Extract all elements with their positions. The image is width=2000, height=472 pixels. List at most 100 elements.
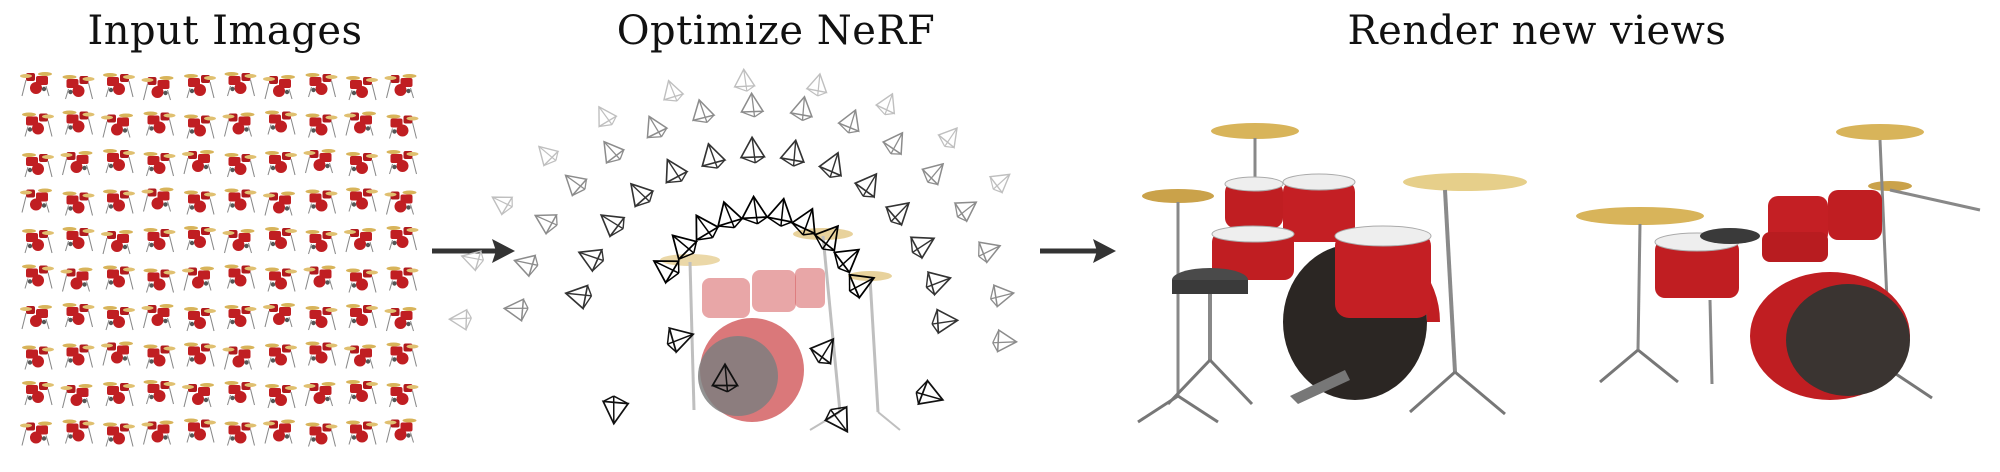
camera-frustum-icon bbox=[973, 234, 1005, 266]
camera-frustum-icon bbox=[687, 96, 717, 127]
input-image-thumbnail bbox=[303, 381, 336, 407]
input-image-thumbnail bbox=[143, 111, 176, 136]
input-image-thumbnail bbox=[143, 379, 176, 405]
camera-frustum-icon bbox=[873, 88, 903, 119]
camera-frustum-icon bbox=[879, 126, 913, 160]
input-image-thumbnail bbox=[222, 345, 255, 370]
input-image-thumbnail bbox=[343, 111, 377, 136]
input-image-thumbnail bbox=[183, 225, 217, 251]
camera-frustum-icon bbox=[835, 105, 867, 137]
input-image-thumbnail bbox=[386, 114, 419, 139]
camera-frustum-icon bbox=[778, 137, 809, 169]
input-image-thumbnail bbox=[345, 420, 379, 445]
camera-frustum-icon bbox=[788, 94, 816, 123]
camera-frustum-icon bbox=[486, 187, 518, 218]
input-image-thumbnail bbox=[183, 418, 217, 443]
camera-frustum-icon bbox=[739, 136, 766, 165]
camera-frustum-icon bbox=[911, 377, 949, 413]
input-image-thumbnail bbox=[62, 302, 95, 328]
input-image-thumbnail bbox=[384, 73, 417, 99]
camera-frustum-icon bbox=[930, 307, 960, 335]
input-image-thumbnail bbox=[264, 267, 298, 292]
camera-frustum-icon bbox=[805, 330, 845, 370]
input-image-thumbnail bbox=[305, 113, 338, 138]
camera-frustum-icon bbox=[557, 166, 592, 200]
input-image-thumbnail bbox=[102, 381, 136, 407]
camera-frustum-icon bbox=[529, 205, 562, 238]
camera-frustum-icon bbox=[562, 280, 595, 311]
input-image-thumbnail bbox=[384, 418, 417, 443]
input-image-thumbnail bbox=[141, 75, 174, 101]
input-image-thumbnail bbox=[100, 341, 134, 366]
input-image-thumbnail bbox=[141, 303, 174, 329]
input-image-thumbnail bbox=[224, 71, 257, 97]
input-image-thumbnail bbox=[102, 305, 136, 331]
input-image-thumbnail bbox=[19, 421, 53, 446]
input-image-thumbnail bbox=[264, 383, 298, 409]
input-image-thumbnail bbox=[303, 148, 336, 174]
camera-frustum-icon bbox=[594, 134, 628, 168]
input-image-thumbnail bbox=[60, 267, 93, 292]
camera-frustum-icon bbox=[985, 165, 1017, 197]
rendered-view-2 bbox=[1576, 124, 1981, 400]
arrow-right-icon bbox=[1040, 239, 1116, 263]
camera-frustum-icon bbox=[805, 71, 831, 99]
input-image-thumbnail bbox=[305, 189, 338, 214]
camera-frustum-icon bbox=[991, 329, 1018, 354]
input-image-thumbnail bbox=[262, 419, 296, 444]
camera-frustum-icon bbox=[696, 139, 728, 173]
input-image-thumbnail bbox=[21, 152, 55, 178]
camera-frustum-icon bbox=[733, 68, 756, 93]
camera-frustum-icon bbox=[621, 175, 658, 212]
input-image-thumbnail bbox=[21, 264, 55, 289]
ghost-drum-kit bbox=[660, 228, 901, 431]
input-image-thumbnail bbox=[386, 225, 419, 251]
input-image-thumbnail bbox=[19, 304, 53, 330]
camera-frustum-icon bbox=[531, 138, 563, 170]
camera-frustum-icon bbox=[917, 155, 952, 190]
camera-frustum-icon bbox=[921, 265, 955, 298]
input-image-thumbnail bbox=[305, 341, 338, 366]
input-image-thumbnail bbox=[343, 227, 377, 253]
camera-frustum-icon bbox=[949, 192, 983, 225]
camera-frustum-icon bbox=[593, 204, 630, 241]
input-image-thumbnail bbox=[386, 149, 419, 175]
input-image-thumbnail bbox=[60, 150, 93, 176]
input-image-thumbnail bbox=[222, 228, 255, 254]
input-image-thumbnail bbox=[62, 110, 95, 135]
camera-frustum-icon bbox=[502, 296, 530, 322]
input-image-thumbnail bbox=[386, 342, 419, 367]
camera-frustum-icon bbox=[638, 110, 670, 144]
input-image-thumbnail bbox=[224, 152, 257, 178]
input-image-thumbnail bbox=[19, 188, 53, 213]
camera-frustum-icon bbox=[656, 153, 691, 189]
camera-frustum-icon bbox=[987, 281, 1017, 309]
camera-frustum-icon bbox=[658, 76, 686, 106]
camera-frustum-icon bbox=[448, 308, 473, 331]
input-image-thumbnail bbox=[60, 383, 93, 409]
rendered-view-1 bbox=[1137, 123, 1527, 424]
input-image-thumbnail bbox=[345, 75, 379, 101]
input-image-thumbnail bbox=[62, 419, 95, 444]
input-image-thumbnail bbox=[183, 306, 217, 332]
input-image-thumbnail bbox=[100, 113, 134, 138]
input-image-thumbnail bbox=[141, 187, 174, 212]
input-image-thumbnail bbox=[62, 226, 95, 252]
input-image-thumbnail bbox=[143, 344, 176, 369]
input-image-thumbnail bbox=[19, 71, 53, 97]
input-image-thumbnail bbox=[305, 72, 338, 98]
input-image-thumbnail bbox=[181, 149, 215, 175]
input-image-thumbnail bbox=[303, 265, 336, 290]
input-image-thumbnail bbox=[21, 345, 55, 370]
input-image-thumbnail bbox=[102, 189, 136, 214]
input-image-thumbnail bbox=[102, 72, 136, 98]
input-image-thumbnail bbox=[305, 422, 338, 447]
input-image-thumbnail bbox=[384, 306, 417, 332]
input-image-thumbnail bbox=[181, 266, 215, 291]
input-image-thumbnail bbox=[21, 380, 55, 406]
input-image-thumbnail bbox=[305, 305, 338, 331]
input-image-thumbnail bbox=[62, 191, 95, 216]
camera-frustum-icon bbox=[740, 92, 764, 119]
